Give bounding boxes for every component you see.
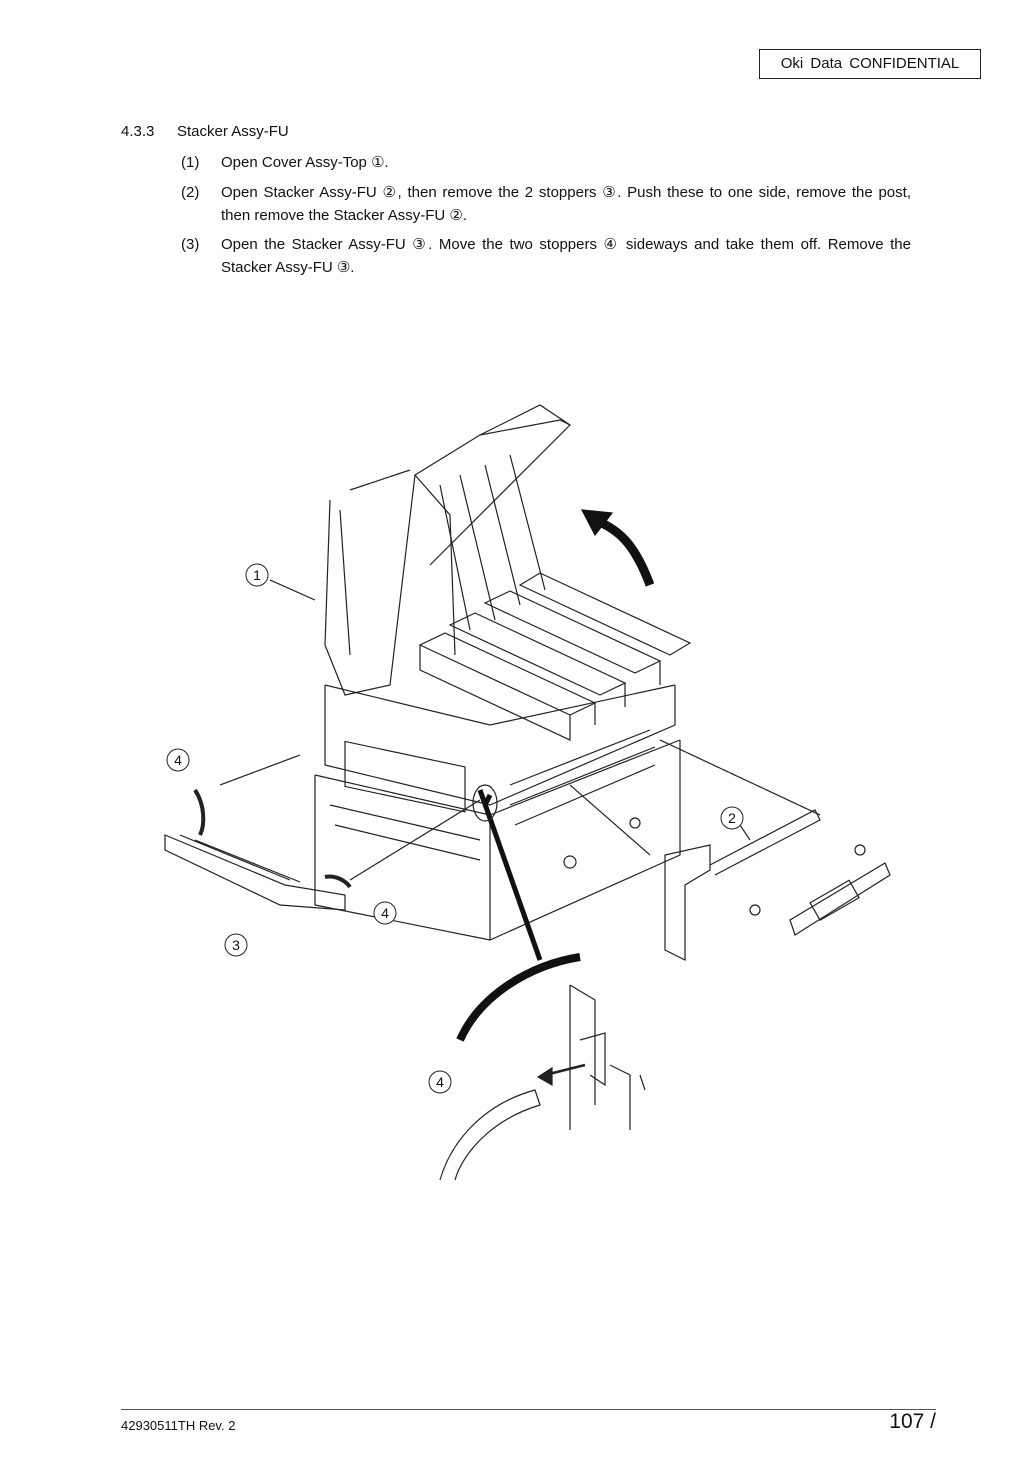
step-text: Open Stacker Assy-FU ②, then remove the …: [221, 184, 911, 224]
toner-cartridges: [418, 572, 692, 741]
callout-3: 3: [232, 937, 240, 953]
detail-view: [439, 953, 646, 1181]
stacker-assy: [164, 788, 352, 911]
leader-lines: [219, 579, 821, 881]
step-3: (3) Open the Stacker Assy-FU ③. Move the…: [181, 233, 911, 279]
page-number: 107 /: [889, 1410, 936, 1433]
step-number: (1): [181, 154, 200, 171]
footer-rule: [121, 1409, 936, 1410]
step-1: (1) Open Cover Assy-Top ①.: [181, 151, 911, 174]
printer-disassembly-illustration: 1 2 3 4 4 4: [164, 404, 891, 1181]
callout-4a: 4: [174, 752, 182, 768]
callout-4b: 4: [381, 905, 389, 921]
step-text: Open Cover Assy-Top ①.: [221, 154, 389, 171]
document-id: 42930511TH Rev. 2: [121, 1418, 236, 1433]
step-text: Open the Stacker Assy-FU ③. Move the two…: [221, 236, 911, 276]
step-number: (3): [181, 236, 200, 253]
confidential-label: Oki Data CONFIDENTIAL: [759, 49, 981, 79]
step-2: (2) Open Stacker Assy-FU ②, then remove …: [181, 181, 911, 227]
section-number: 4.3.3: [121, 123, 155, 140]
top-cover-open: [324, 404, 571, 696]
printer-body: [314, 684, 681, 941]
step-number: (2): [181, 184, 200, 201]
callout-labels: [166, 563, 744, 1094]
section-heading: 4.3.3 Stacker Assy-FU: [121, 123, 289, 140]
section-title: Stacker Assy-FU: [177, 123, 289, 140]
operator-panel-parts: [664, 809, 891, 961]
callout-2: 2: [728, 810, 736, 826]
callout-4c: 4: [436, 1074, 444, 1090]
callout-1: 1: [253, 567, 261, 583]
